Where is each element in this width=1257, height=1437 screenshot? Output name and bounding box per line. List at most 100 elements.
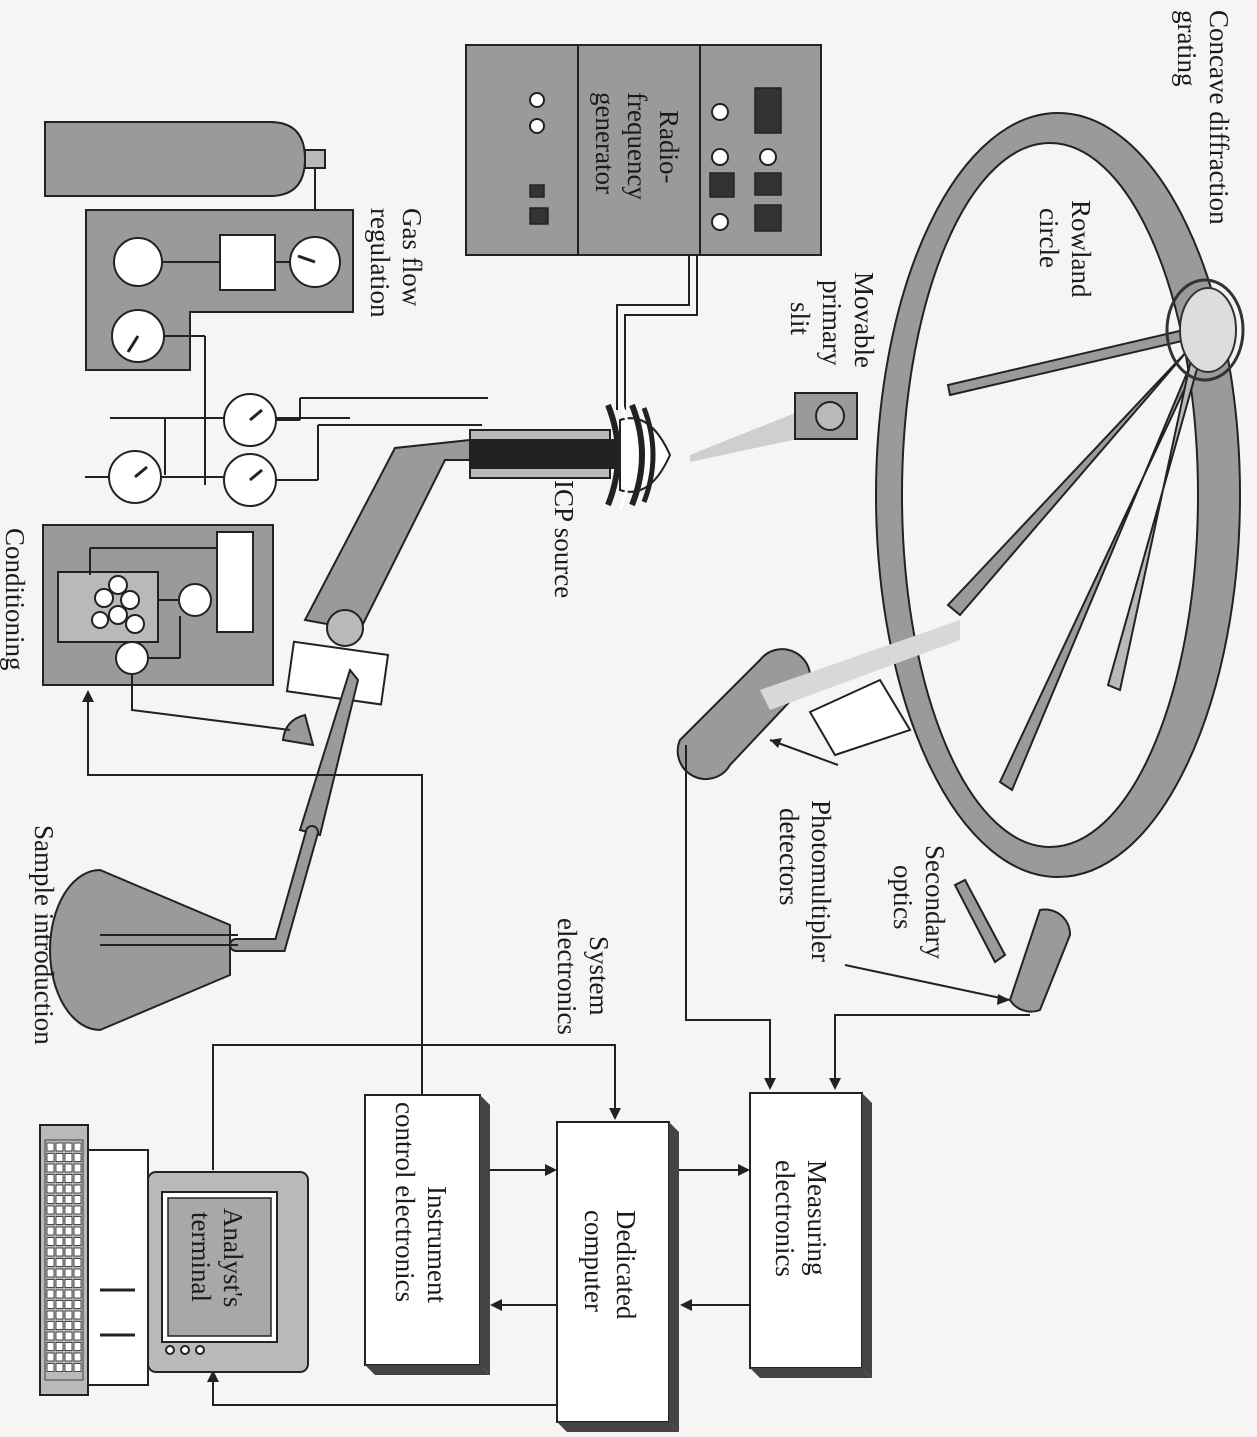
keyboard-key bbox=[47, 1332, 54, 1340]
movable-primary-slit bbox=[795, 393, 857, 439]
keyboard-key bbox=[74, 1196, 81, 1204]
keyboard-key bbox=[65, 1175, 72, 1183]
keyboard-key bbox=[65, 1154, 72, 1162]
keyboard-key bbox=[47, 1143, 54, 1151]
keyboard-key bbox=[74, 1364, 81, 1372]
conditioning-unit bbox=[43, 525, 273, 685]
svg-text:computer: computer bbox=[579, 1210, 609, 1312]
keyboard-key bbox=[56, 1343, 63, 1351]
keyboard-key bbox=[56, 1290, 63, 1298]
keyboard-key bbox=[74, 1353, 81, 1361]
svg-text:Radio-: Radio- bbox=[654, 110, 684, 184]
svg-text:Concave diffraction: Concave diffraction bbox=[1204, 10, 1234, 225]
label-movable-primary-slit: Movable primary slit bbox=[785, 272, 879, 368]
keyboard-key bbox=[56, 1185, 63, 1193]
keyboard-key bbox=[65, 1290, 72, 1298]
keyboard-key bbox=[47, 1259, 54, 1267]
keyboard-key bbox=[47, 1322, 54, 1330]
keyboard-key bbox=[74, 1322, 81, 1330]
keyboard-key bbox=[47, 1343, 54, 1351]
keyboard-key bbox=[56, 1164, 63, 1172]
keyboard-key bbox=[56, 1238, 63, 1246]
sample-flask bbox=[50, 870, 238, 1030]
keyboard-key bbox=[56, 1143, 63, 1151]
keyboard-key bbox=[56, 1322, 63, 1330]
keyboard-key bbox=[56, 1269, 63, 1277]
svg-text:slit: slit bbox=[785, 302, 815, 336]
keyboard-key bbox=[56, 1175, 63, 1183]
svg-text:Rowland: Rowland bbox=[1066, 200, 1096, 298]
svg-text:Sample introduction: Sample introduction bbox=[29, 825, 59, 1045]
keyboard-key bbox=[74, 1343, 81, 1351]
keyboard-key bbox=[65, 1227, 72, 1235]
keyboard-key bbox=[74, 1280, 81, 1288]
keyboard-key bbox=[56, 1311, 63, 1319]
keyboard-key bbox=[74, 1238, 81, 1246]
keyboard-key bbox=[47, 1185, 54, 1193]
keyboard-key bbox=[56, 1280, 63, 1288]
keyboard-key bbox=[65, 1364, 72, 1372]
keyboard-key bbox=[65, 1353, 72, 1361]
svg-text:Instrument: Instrument bbox=[422, 1186, 452, 1303]
spray-chamber bbox=[236, 440, 470, 945]
keyboard-key bbox=[65, 1143, 72, 1151]
keyboard-key bbox=[74, 1259, 81, 1267]
keyboard-key bbox=[56, 1364, 63, 1372]
keyboard-key bbox=[65, 1322, 72, 1330]
svg-text:Movable: Movable bbox=[849, 272, 879, 368]
svg-text:regulation: regulation bbox=[365, 208, 395, 318]
keyboard-key bbox=[74, 1301, 81, 1309]
label-secondary-optics: Secondary optics bbox=[888, 845, 950, 959]
keyboard-key bbox=[65, 1332, 72, 1340]
svg-text:Conditioning: Conditioning bbox=[0, 528, 30, 671]
keyboard-key bbox=[65, 1311, 72, 1319]
keyboard-key bbox=[65, 1248, 72, 1256]
keyboard-key bbox=[74, 1311, 81, 1319]
keyboard-key bbox=[65, 1280, 72, 1288]
svg-text:Secondary: Secondary bbox=[920, 845, 950, 959]
svg-text:control electronics: control electronics bbox=[390, 1102, 420, 1302]
label-icp-source: ICP source bbox=[549, 480, 579, 598]
keyboard-key bbox=[74, 1217, 81, 1225]
svg-text:grating: grating bbox=[1172, 10, 1202, 86]
keyboard-key bbox=[74, 1185, 81, 1193]
keyboard-key bbox=[56, 1353, 63, 1361]
svg-text:Measuring: Measuring bbox=[802, 1160, 832, 1275]
keyboard-key bbox=[65, 1343, 72, 1351]
keyboard-key bbox=[65, 1206, 72, 1214]
keyboard-key bbox=[74, 1143, 81, 1151]
keyboard-key bbox=[74, 1154, 81, 1162]
keyboard-key bbox=[47, 1353, 54, 1361]
keyboard-key bbox=[65, 1196, 72, 1204]
svg-text:Gas flow: Gas flow bbox=[397, 208, 427, 307]
keyboard-key bbox=[47, 1206, 54, 1214]
keyboard-key bbox=[65, 1259, 72, 1267]
keyboard-key bbox=[56, 1227, 63, 1235]
label-photomultiplier-detectors: Photomultipler detectors bbox=[774, 800, 836, 962]
gas-flow-regulation bbox=[86, 210, 353, 370]
svg-text:generator: generator bbox=[590, 92, 620, 194]
keyboard-key bbox=[56, 1196, 63, 1204]
svg-text:electronics: electronics bbox=[552, 918, 582, 1035]
keyboard-key bbox=[74, 1248, 81, 1256]
svg-text:primary: primary bbox=[817, 280, 847, 366]
keyboard-key bbox=[65, 1185, 72, 1193]
svg-text:ICP source: ICP source bbox=[549, 480, 579, 598]
keyboard-key bbox=[56, 1259, 63, 1267]
keyboard-key bbox=[65, 1269, 72, 1277]
keyboard-key bbox=[56, 1206, 63, 1214]
svg-text:electronics: electronics bbox=[770, 1160, 800, 1277]
keyboard-key bbox=[56, 1332, 63, 1340]
svg-text:System: System bbox=[584, 936, 614, 1016]
keyboard-key bbox=[74, 1164, 81, 1172]
rf-lead bbox=[625, 255, 697, 410]
keyboard-key bbox=[47, 1280, 54, 1288]
svg-text:Dedicated: Dedicated bbox=[611, 1210, 641, 1320]
keyboard-key bbox=[47, 1364, 54, 1372]
svg-text:Photomultipler: Photomultipler bbox=[806, 800, 836, 962]
keyboard-key bbox=[47, 1227, 54, 1235]
gas-cylinder bbox=[45, 122, 325, 196]
keyboard-key bbox=[47, 1196, 54, 1204]
